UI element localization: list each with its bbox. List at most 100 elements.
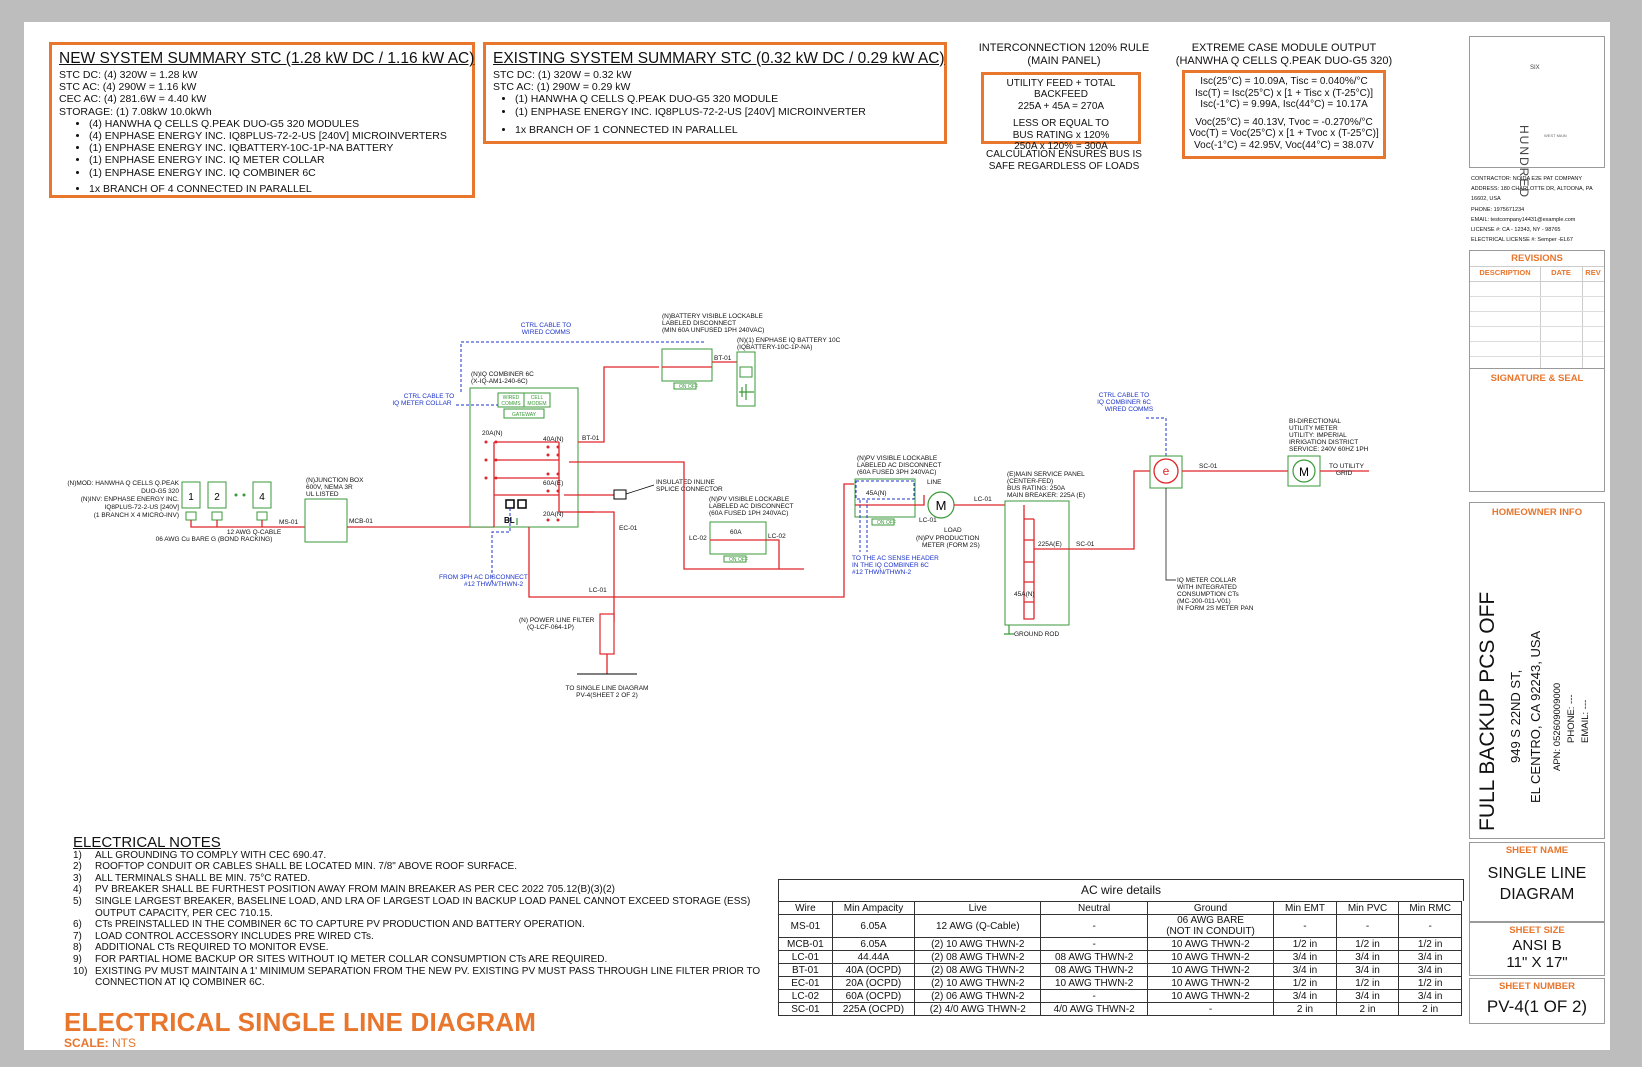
breaker-label: 225A(E): [1038, 541, 1062, 548]
contractor-line: PHONE: 1975671234: [1471, 206, 1525, 213]
ground-label: GROUND ROD: [1014, 631, 1059, 638]
table-cell: 6.05A: [831, 937, 916, 951]
breaker-label: 45A(N): [1014, 591, 1035, 598]
meter-label: METER (FORM 2S): [922, 542, 980, 549]
utility-label: UTILITY METER: [1289, 425, 1338, 432]
table-cell: 1/2 in: [1273, 937, 1337, 951]
table-cell: -: [1273, 914, 1337, 938]
summary-line: STC AC: (1) 290W = 0.29 kW: [493, 81, 631, 94]
main-service-panel: [1004, 500, 1070, 626]
meter-letter: e: [1163, 464, 1170, 478]
table-header: Wire: [778, 901, 833, 915]
batt-disc-label: LABELED DISCONNECT: [662, 320, 736, 327]
jbox-label: 600V, NEMA 3R: [306, 484, 353, 491]
summary-bullet: (1) ENPHASE ENERGY INC. IQ METER COLLAR: [89, 154, 447, 166]
table-cell: 6.05A: [831, 914, 916, 938]
disc-label: LABELED AC DISCONNECT: [709, 503, 794, 510]
table-cell: 08 AWG THWN-2: [1040, 963, 1148, 977]
switch-text: OFF: [688, 384, 698, 390]
battery-label: (N)(1) ENPHASE IQ BATTERY 10C: [737, 337, 841, 344]
splice-label: SPLICE CONNECTOR: [656, 486, 723, 493]
sheet-size-line: ANSI B: [1512, 937, 1562, 954]
existing-system-summary: EXISTING SYSTEM SUMMARY STC (0.32 kW DC …: [483, 42, 947, 144]
pv-module: [181, 481, 201, 509]
comms-label: IQ COMBINER 6C: [1097, 399, 1151, 406]
combiner-breakers: [484, 440, 560, 522]
microinverter-tap: [216, 520, 263, 527]
msp-label: (E)MAIN SERVICE PANEL: [1007, 471, 1085, 478]
on-off-switch: [723, 555, 747, 563]
summary-line: STC DC: (1) 320W = 0.32 kW: [493, 69, 632, 81]
ellipsis-dot: [242, 493, 246, 497]
leader-line: [625, 484, 655, 495]
sense-label: #12 THWN/THWN-2: [852, 569, 911, 576]
meter-terminal-label: LINE: [927, 479, 942, 486]
note-text: FOR PARTIAL HOME BACKUP OR SITES WITHOUT…: [95, 953, 608, 965]
table-cell: 10 AWG THWN-2: [1146, 989, 1275, 1003]
extreme-case-title: EXTREME CASE MODULE OUTPUT (HANWHA Q CEL…: [1164, 42, 1404, 68]
table-cell: -: [1398, 914, 1462, 938]
page-title: ELECTRICAL SINGLE LINE DIAGRAM: [64, 1007, 537, 1037]
table-cell: 10 AWG THWN-2: [1146, 963, 1275, 977]
combiner-bus: [493, 441, 559, 527]
module-text: COMMS: [501, 401, 521, 407]
revisions-title: REVISIONS: [1511, 253, 1563, 264]
calc-line: BUS RATING x 120%: [1012, 129, 1110, 141]
fuse-label: 60A: [730, 529, 742, 536]
calc-line: Voc(T) = Voc(25°C) x [1 + Tvoc x (T-25°C…: [1189, 128, 1379, 140]
cell-modem-module: [523, 392, 551, 408]
sheet-name-label: SHEET NAME: [1505, 845, 1569, 856]
signature-title: SIGNATURE & SEAL: [1490, 373, 1584, 384]
wire-tag: LC-01: [589, 587, 607, 594]
ground-symbol: [1004, 625, 1014, 635]
sheet-name: SINGLE LINE DIAGRAM: [1470, 863, 1604, 905]
table-cell: (2) 08 AWG THWN-2: [914, 950, 1042, 964]
sheet-size-label: SHEET SIZE: [1509, 925, 1565, 936]
extreme-title-line: EXTREME CASE MODULE OUTPUT: [1191, 42, 1377, 54]
table-cell: 44.44A: [831, 950, 916, 964]
note-number: 10): [73, 965, 88, 977]
summary-bullet: (1) HANWHA Q CELLS Q.PEAK DUO-G5 320 MOD…: [515, 93, 866, 105]
fuse-label: 45A(N): [866, 490, 887, 497]
summary-branch: 1x BRANCH OF 1 CONNECTED IN PARALLEL: [515, 124, 866, 136]
signature-panel: SIGNATURE & SEAL: [1469, 368, 1605, 492]
table-cell: SC-01: [778, 1002, 833, 1016]
table-cell: 10 AWG THWN-2: [1146, 950, 1275, 964]
lc02-wire: [569, 461, 804, 570]
module-text: GATEWAY: [512, 412, 537, 418]
link-label: TO SINGLE LINE DIAGRAM: [566, 685, 649, 692]
collar-label: IN FORM 2S METER PAN: [1177, 605, 1254, 612]
table-cell: 2 in: [1273, 1002, 1337, 1016]
table-cell: (2) 06 AWG THWN-2: [914, 989, 1042, 1003]
interconnection-box: UTILITY FEED + TOTAL BACKFEED 225A + 45A…: [981, 72, 1141, 152]
table-cell: 3/4 in: [1273, 989, 1337, 1003]
logo-panel: HUNDRED SIX WEST MAIN: [1469, 36, 1605, 199]
rev-header: DATE: [1551, 268, 1571, 277]
address-line: 949 S 22ND ST,: [1508, 669, 1523, 763]
switch-text: OFF: [886, 520, 896, 526]
note-text: ALL TERMINALS SHALL BE MIN. 75°C RATED.: [95, 872, 311, 884]
table-cell: 4/0 AWG THWN-2: [1040, 1002, 1148, 1016]
summary-bullet: (1) ENPHASE ENERGY INC. IQ8PLUS-72-2-US …: [515, 106, 866, 118]
table-cell: 12 AWG (Q-Cable): [914, 914, 1042, 938]
table-header: Ground: [1146, 901, 1275, 915]
note-text: ALL GROUNDING TO COMPLY WITH CEC 690.47.: [95, 849, 327, 861]
wire-tag: LC-02: [689, 535, 707, 542]
table-cell: 2 in: [1335, 1002, 1400, 1016]
sheet-name-line: DIAGRAM: [1499, 886, 1575, 903]
comms-cable: [460, 341, 704, 392]
calc-line: UTILITY FEED + TOTAL BACKFEED: [1006, 78, 1116, 101]
lc02-wire: [766, 539, 780, 569]
note-number: 5): [73, 895, 82, 907]
microinverter: [256, 511, 268, 521]
utility-meter: [1292, 459, 1316, 483]
disc-label: (60A FUSED 3PH 240VAC): [857, 469, 936, 476]
table-cell: MCB-01: [778, 937, 833, 951]
summary-branch: 1x BRANCH OF 4 CONNECTED IN PARALLEL: [89, 183, 447, 195]
table-cell: 2 in: [1398, 1002, 1462, 1016]
disc-label: (N)PV VISIBLE LOCKABLE: [857, 455, 938, 462]
new-system-summary: NEW SYSTEM SUMMARY STC (1.28 kW DC / 1.1…: [49, 42, 475, 198]
homeowner-title: HOMEOWNER INFO: [1491, 507, 1583, 518]
